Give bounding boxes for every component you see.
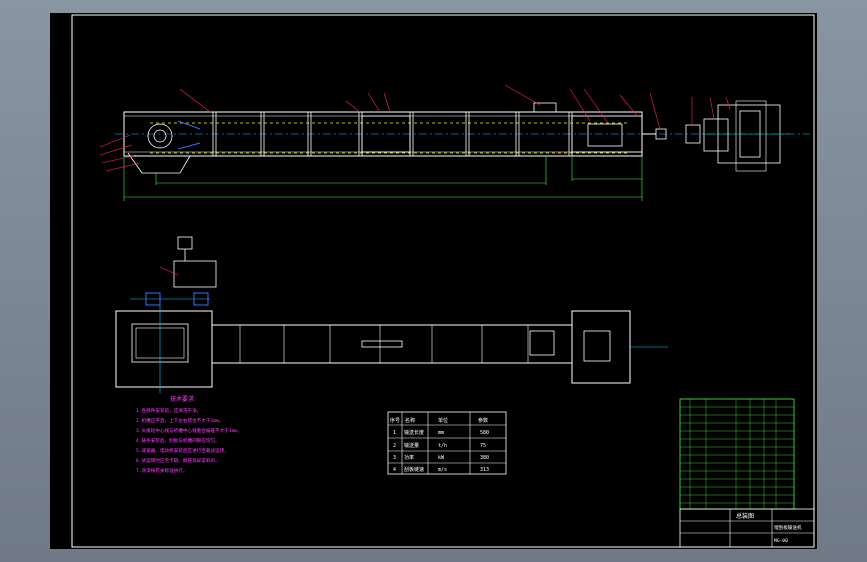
feed-inlet [533, 102, 557, 113]
drawing-name: 埋刮板输送机 [774, 524, 802, 531]
spec-cell: mm [438, 430, 444, 436]
spec-cell: 输送长度 [404, 429, 424, 436]
technical-notes: 技术要求 1.各部件安装前，应清洗干净。 2.机槽应平直，上下左右错位不大于2m… [136, 395, 242, 474]
tech-note-line: 3.头尾轮中心线与机槽中心线重合偏差不大于3mm。 [136, 427, 242, 434]
tail-housing-plan [115, 310, 213, 388]
spec-cell: m/s [438, 467, 447, 473]
drawing-svg: 技术要求 1.各部件安装前，应清洗干净。 2.机槽应平直，上下左右错位不大于2m… [71, 14, 815, 548]
tech-note-line: 7.涂漆按有关标准执行。 [136, 467, 187, 474]
title-block: 总装图 埋刮板输送机 MG-00 [679, 508, 815, 548]
drawing-sheet[interactable]: 技术要求 1.各部件安装前，应清洗干净。 2.机槽应平直，上下左右错位不大于2m… [50, 13, 817, 549]
spec-cell: 3 [393, 455, 396, 461]
drawing-number: MG-00 [774, 538, 788, 544]
part-leaders [99, 84, 731, 172]
head-housing-plan [571, 310, 631, 384]
spec-cell: 2 [393, 443, 396, 449]
drawing-title: 总装图 [736, 512, 754, 520]
spec-cell: 4 [393, 467, 396, 473]
tech-note-line: 5.减速器、电动机安装后应进行空载试运转。 [136, 447, 229, 454]
spec-header: 参数 [478, 417, 488, 424]
spec-header: 名称 [405, 417, 415, 424]
spec-cell: 输送量 [404, 442, 419, 449]
spec-cell: 刮板链速 [404, 466, 424, 473]
inner-frame [71, 14, 815, 548]
tech-note-line: 6.试运转时应无卡链、跳链及异常响声。 [136, 457, 220, 464]
spec-header: 单位 [438, 417, 448, 424]
spec-header: 序号 [390, 417, 400, 424]
spec-cell: 580 [480, 430, 489, 436]
parts-list [679, 398, 795, 510]
tail-wheel [147, 123, 173, 149]
spec-cell: 313 [480, 467, 489, 473]
spec-cell: 380 [480, 455, 489, 461]
top-elevation-view [99, 84, 810, 201]
spec-cell: 1 [393, 430, 396, 436]
coupling [655, 128, 667, 140]
gearbox [703, 118, 729, 152]
spec-cell: 75 [480, 443, 486, 449]
spec-cell: 功率 [404, 454, 414, 461]
spec-cell: t/h [438, 443, 447, 449]
spec-table: 序号 名称 单位 参数 1 输送长度 mm 580 2 输送量 t/h 75 3… [387, 411, 507, 475]
tech-note-line: 4.链条安装后，刮板与机槽间隙应均匀。 [136, 437, 220, 444]
motor-plan [173, 260, 217, 288]
tech-notes-title: 技术要求 [170, 395, 194, 403]
tech-note-line: 1.各部件安装前，应清洗干净。 [136, 407, 201, 414]
spec-cell: kW [438, 455, 445, 461]
bottom-plan-view [115, 236, 668, 393]
tech-note-line: 2.机槽应平直，上下左右错位不大于2mm。 [136, 417, 223, 424]
